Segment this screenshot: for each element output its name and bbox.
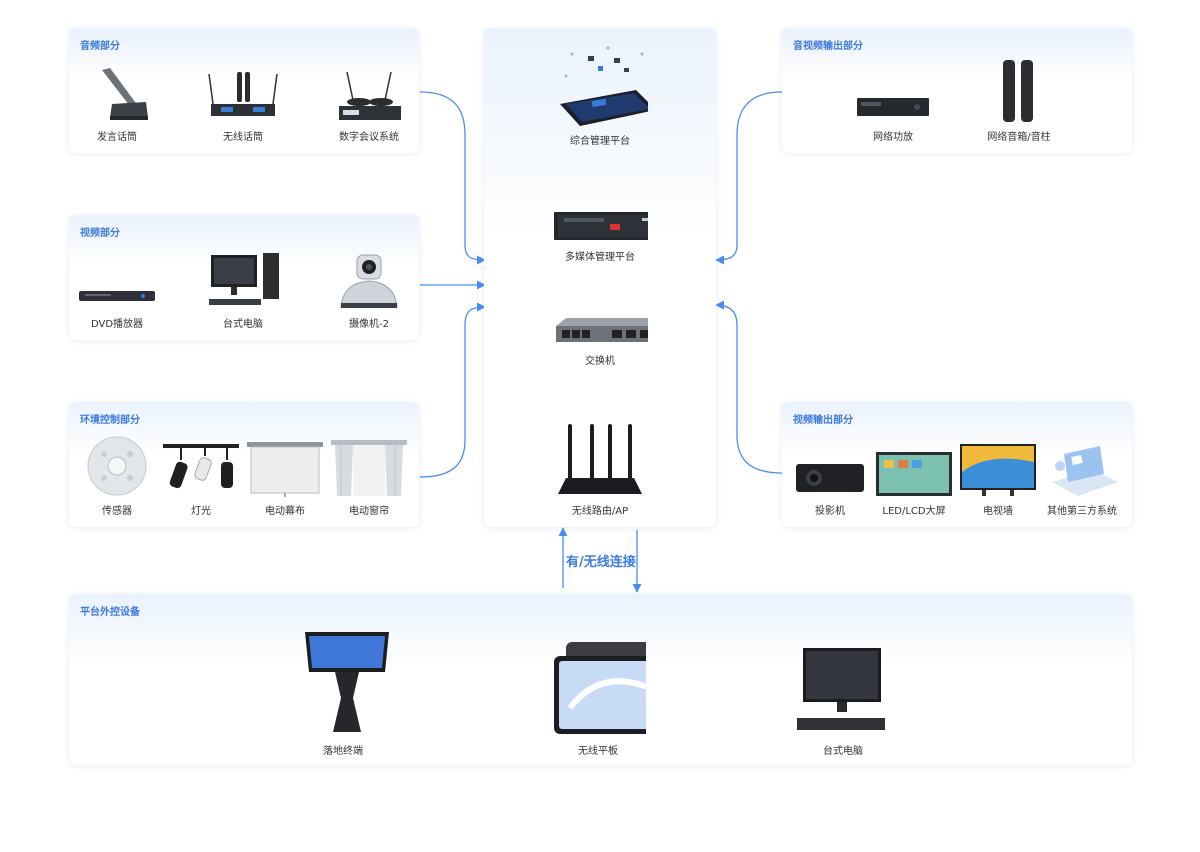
arrow-audio-to-center: [419, 91, 486, 265]
env-panel-title: 环境控制部分: [80, 415, 140, 426]
video-panel-title: 视频部分: [80, 228, 120, 239]
label-network-speaker: 网络音箱/音柱: [987, 132, 1051, 143]
desktop-pc-icon: [195, 243, 291, 311]
label-tv-wall: 电视墙: [983, 506, 1013, 517]
connection-label: 有/无线连接: [566, 555, 636, 570]
label-desktop-pc: 台式电脑: [223, 319, 263, 330]
third-party-system-icon: [1034, 430, 1130, 498]
label-wireless-mic: 无线话筒: [223, 132, 263, 143]
label-kiosk: 落地终端: [323, 746, 363, 757]
label-projection-screen: 电动幕布: [265, 506, 305, 517]
device-management-platform: 综合管理平台: [552, 42, 648, 147]
device-dvd-player: DVD播放器: [69, 243, 165, 330]
curtain-icon: [321, 430, 417, 498]
media-server-icon: [552, 198, 648, 244]
device-projection-screen: 电动幕布: [237, 430, 333, 517]
env-panel: 环境控制部分 传感器 灯光 电动幕布 电动窗帘: [69, 402, 419, 527]
device-projector: 投影机: [782, 430, 878, 517]
device-sensor: 传感器: [69, 430, 165, 517]
device-tablet: 无线平板: [550, 628, 646, 757]
audio-panel-title: 音频部分: [80, 41, 120, 52]
label-sensor: 传感器: [102, 506, 132, 517]
gooseneck-mic-icon: [69, 56, 165, 124]
av-out-panel: 音视频输出部分 网络功放 网络音箱/音柱: [782, 28, 1132, 153]
label-dvd-player: DVD播放器: [90, 319, 144, 330]
video-panel: 视频部分 DVD播放器 台式电脑 摄像机-2: [69, 215, 419, 340]
track-light-icon: [153, 430, 249, 498]
device-speech-mic: 发言话筒: [69, 56, 165, 143]
label-network-amplifier: 网络功放: [873, 132, 913, 143]
network-switch-icon: [552, 302, 648, 348]
wireless-mic-icon: [195, 56, 291, 124]
arrow-center-to-avout: [715, 91, 783, 265]
label-projector: 投影机: [815, 506, 845, 517]
device-router: 无线路由/AP: [552, 420, 648, 517]
device-media-platform: 多媒体管理平台: [552, 198, 648, 263]
kiosk-terminal-icon: [295, 628, 391, 738]
arrow-videoout-to-center: [715, 300, 783, 474]
arrow-env-to-center: [419, 302, 486, 478]
tablet-platform-icon: [552, 42, 648, 128]
label-led-screen: LED/LCD大屏: [882, 506, 946, 517]
projector-icon: [782, 430, 878, 498]
label-management-platform: 综合管理平台: [570, 136, 630, 147]
device-led-screen: LED/LCD大屏: [866, 430, 962, 517]
device-kiosk: 落地终端: [295, 628, 391, 757]
device-camera: 摄像机-2: [321, 243, 417, 330]
label-curtain: 电动窗帘: [349, 506, 389, 517]
video-out-panel: 视频输出部分 投影机 LED/LCD大屏 电视墙 其他第三方系统: [782, 402, 1132, 527]
ptz-camera-icon: [321, 243, 417, 311]
audio-panel: 音频部分 发言话筒 无线话筒 数字会议系统: [69, 28, 419, 153]
tv-wall-icon: [950, 430, 1046, 498]
device-curtain: 电动窗帘: [321, 430, 417, 517]
device-conference-system: 数字会议系统: [321, 56, 417, 143]
led-screen-icon: [866, 430, 962, 498]
sensor-icon: [69, 430, 165, 498]
tablet-icon: [550, 628, 646, 738]
desktop-computer-icon: [795, 628, 891, 738]
dvd-player-icon: [69, 243, 165, 311]
label-desktop-pc-2: 台式电脑: [823, 746, 863, 757]
label-router: 无线路由/AP: [571, 506, 629, 517]
video-out-panel-title: 视频输出部分: [793, 415, 853, 426]
amplifier-icon: [845, 56, 941, 124]
device-lighting: 灯光: [153, 430, 249, 517]
external-panel: 平台外控设备 落地终端 无线平板 台式电脑: [69, 594, 1132, 765]
device-network-amplifier: 网络功放: [845, 56, 941, 143]
projection-screen-icon: [237, 430, 333, 498]
label-lighting: 灯光: [191, 506, 211, 517]
external-panel-title: 平台外控设备: [80, 607, 140, 618]
device-desktop-pc: 台式电脑: [195, 243, 291, 330]
device-switch: 交换机: [552, 302, 648, 367]
label-switch: 交换机: [585, 356, 615, 367]
device-desktop-pc-2: 台式电脑: [795, 628, 891, 757]
label-camera: 摄像机-2: [349, 319, 389, 330]
device-wireless-mic: 无线话筒: [195, 56, 291, 143]
device-third-party: 其他第三方系统: [1034, 430, 1130, 517]
av-out-panel-title: 音视频输出部分: [793, 41, 863, 52]
label-speech-mic: 发言话筒: [97, 132, 137, 143]
label-tablet: 无线平板: [578, 746, 618, 757]
label-third-party: 其他第三方系统: [1047, 506, 1117, 517]
center-panel: 综合管理平台 多媒体管理平台 交换机 无线路由/AP: [484, 28, 716, 527]
column-speaker-icon: [971, 56, 1067, 124]
conference-system-icon: [321, 56, 417, 124]
label-media-platform: 多媒体管理平台: [565, 252, 635, 263]
device-network-speaker: 网络音箱/音柱: [971, 56, 1067, 143]
label-conference-system: 数字会议系统: [339, 132, 399, 143]
wireless-router-icon: [552, 420, 648, 498]
device-tv-wall: 电视墙: [950, 430, 1046, 517]
